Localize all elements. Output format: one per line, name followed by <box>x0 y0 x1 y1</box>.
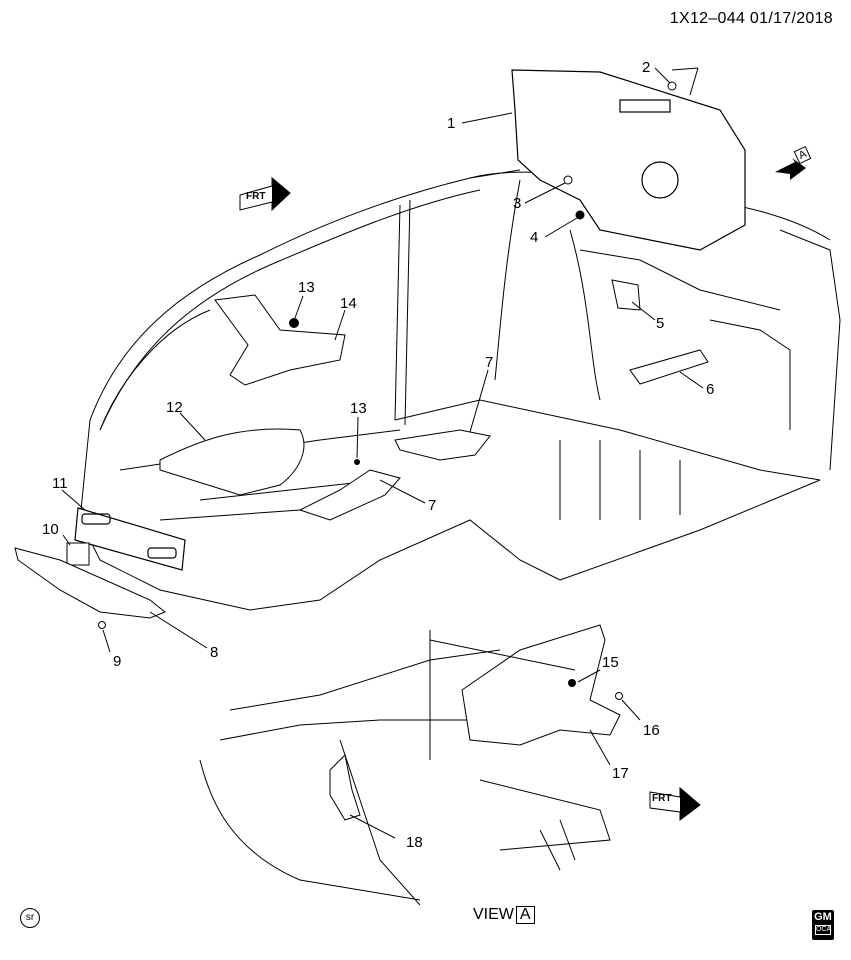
floor-panel-7a-part <box>394 429 491 461</box>
callout-13b: 13 <box>350 400 367 417</box>
callout-6: 6 <box>706 381 715 398</box>
view-caption-prefix: VIEW <box>473 906 514 923</box>
callout-5: 5 <box>656 315 665 332</box>
callout-14: 14 <box>340 295 357 312</box>
callout-2: 2 <box>642 59 651 76</box>
rear-panel-part <box>74 507 186 571</box>
floor-panel-7b-part <box>298 469 401 521</box>
dash-insulator-part <box>511 69 746 251</box>
plug-13b-part <box>354 459 360 465</box>
callout-7a: 7 <box>485 354 494 371</box>
plug-15-part <box>568 679 576 687</box>
callout-17: 17 <box>612 765 629 782</box>
module-part <box>629 349 709 385</box>
side-trim-part <box>214 294 346 386</box>
spare-tire-mat-part <box>159 428 305 496</box>
gm-logo-brand: GM <box>814 911 832 923</box>
callout-3: 3 <box>513 195 522 212</box>
view-caption-letter: A <box>515 906 535 924</box>
frt-label-view-a: FRT <box>652 793 672 804</box>
callout-9: 9 <box>113 653 122 670</box>
diagram-date: 01/17/2018 <box>749 10 833 27</box>
rear-sill-panel-part <box>14 547 166 619</box>
clip-16-part <box>615 692 623 700</box>
diagram-id-header: 1X12–044 01/17/2018 <box>670 10 833 28</box>
callout-18: 18 <box>406 834 423 851</box>
dash-insulator-view-a-part <box>461 624 621 746</box>
view-a-structure <box>199 630 611 906</box>
callout-11: 11 <box>52 475 68 492</box>
diagram-code: 1X12–044 <box>669 10 746 27</box>
fastener-3-part <box>563 175 573 185</box>
clip-9-part <box>98 621 106 629</box>
callout-4: 4 <box>530 229 539 246</box>
fastener-4-part <box>575 210 585 220</box>
gm-logo-sub: OCA <box>815 925 832 935</box>
callout-12: 12 <box>166 399 183 416</box>
callout-7b: 7 <box>428 497 437 514</box>
insulator-18-part <box>329 753 361 821</box>
leader-lines <box>61 67 704 839</box>
foam-block-part <box>66 542 90 566</box>
callout-16: 16 <box>643 722 660 739</box>
plug-13a-part <box>289 318 299 328</box>
view-a-pointer-icon <box>775 158 806 180</box>
fastener-2-part <box>667 81 677 91</box>
callout-13a: 13 <box>298 279 315 296</box>
frt-label: FRT <box>246 191 266 202</box>
frt-arrow-view-a-icon <box>649 786 701 821</box>
callout-8: 8 <box>210 644 219 661</box>
callout-10: 10 <box>42 521 59 538</box>
frt-arrow-icon <box>239 176 291 212</box>
gm-logo: GM OCA <box>812 910 834 940</box>
callout-15: 15 <box>602 654 619 671</box>
callout-1: 1 <box>447 115 456 132</box>
sr-symbol-icon: sr <box>20 908 40 928</box>
